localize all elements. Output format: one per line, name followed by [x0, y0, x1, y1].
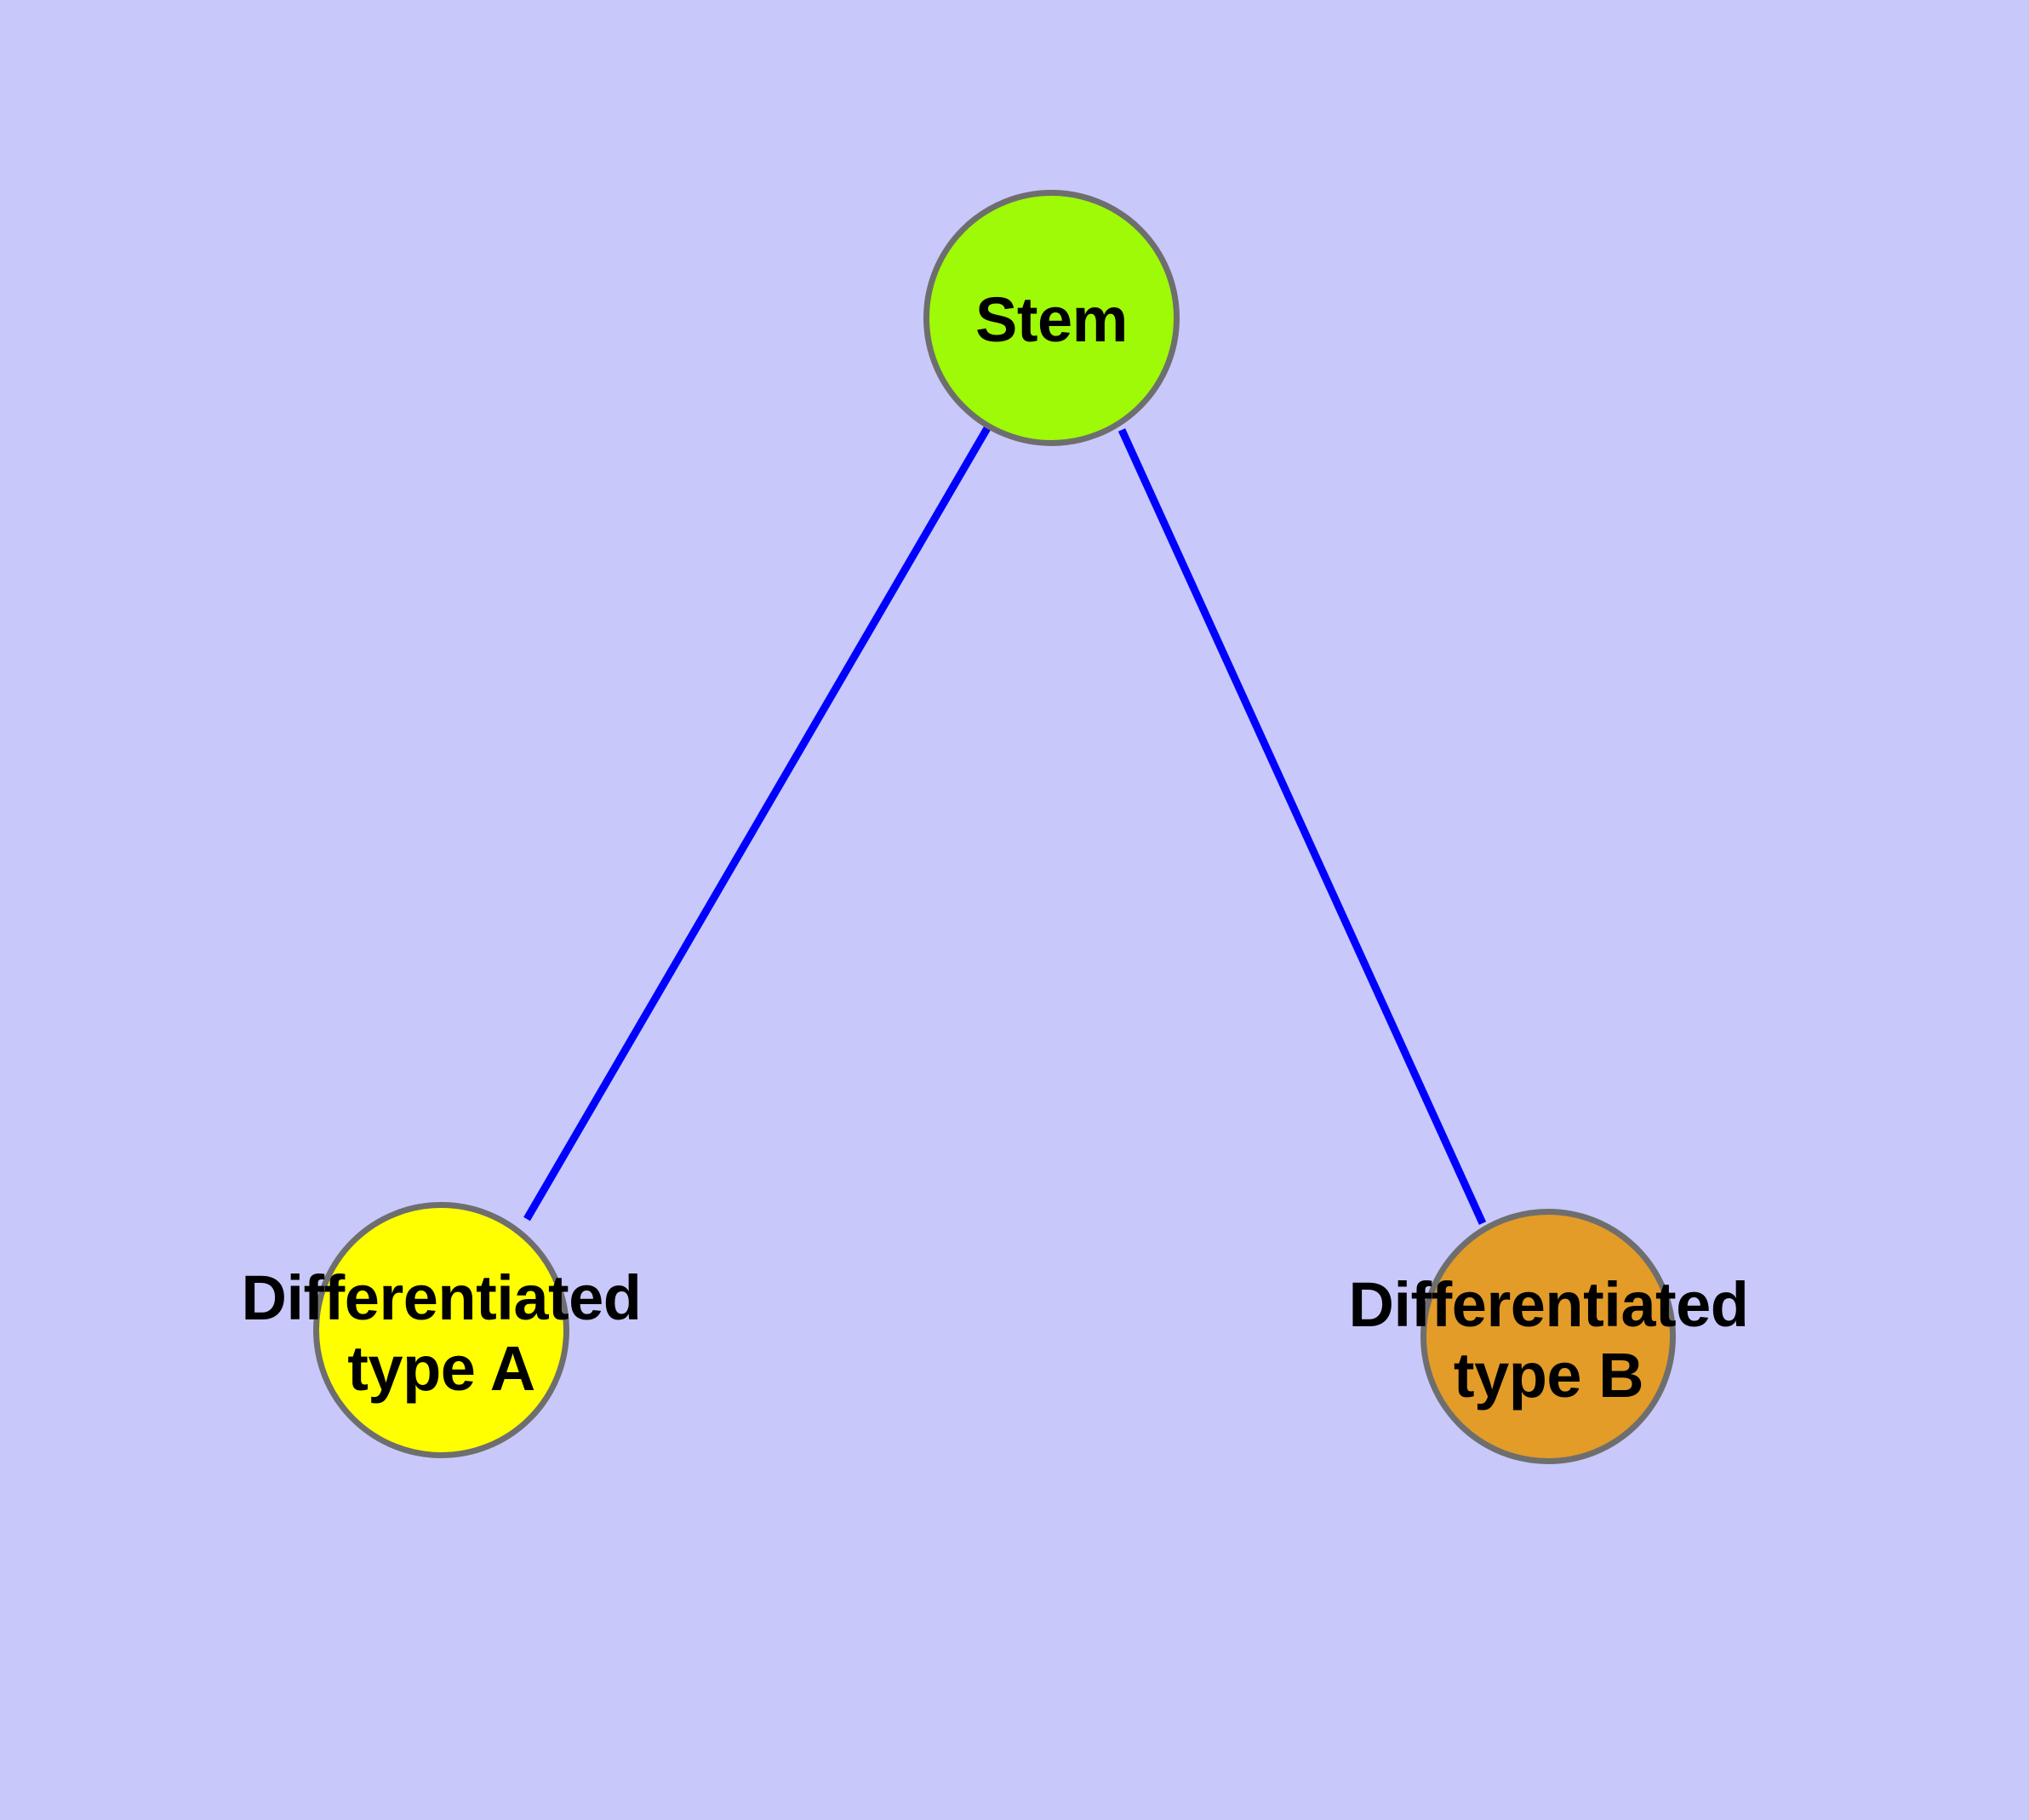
node-differentiated-type-a[interactable] — [313, 1202, 569, 1458]
node-differentiated-type-b[interactable] — [1420, 1209, 1676, 1464]
edge-stem-to-differentiated-type-b — [1117, 428, 1487, 1225]
edge-stem-to-differentiated-type-a — [523, 426, 991, 1222]
node-stem[interactable] — [923, 190, 1180, 446]
